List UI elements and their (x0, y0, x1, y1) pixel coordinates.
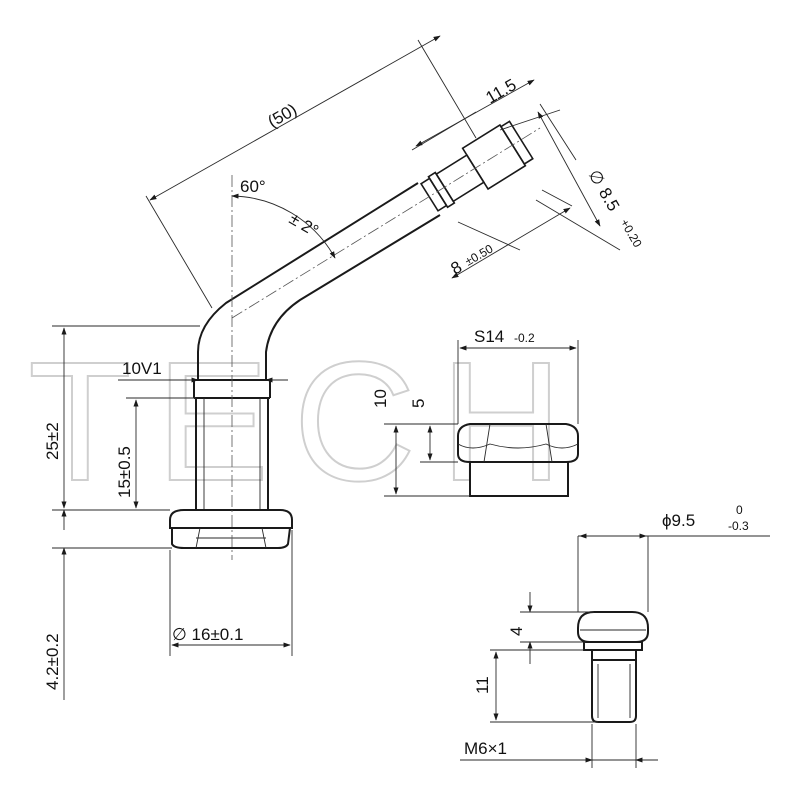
dim-cap-diameter-tol: +0.20 (617, 217, 644, 251)
dim-cap-diameter: 8.5 (595, 185, 623, 215)
dim-nut-height: 10 (371, 389, 390, 408)
dim-length-total: (50) (265, 100, 301, 132)
dim-nut-hex-height: 5 (409, 399, 428, 408)
dim-flange-diameter: ∅ 16±0.1 (172, 625, 243, 644)
dim-washer-height: 4 (507, 627, 526, 636)
dim-cap-diameter-symbol: ∅ (585, 167, 609, 189)
angle-tol-label: ± 2° (286, 209, 322, 241)
hex-nut (457, 423, 579, 497)
watermark: TECH (28, 327, 587, 517)
dim-thread-height: 15±0.5 (115, 446, 134, 498)
dim-thread-spec: 10V1 (122, 359, 162, 378)
dim-washer-diameter: ϕ9.5 (662, 511, 695, 530)
dim-height-total: 25±2 (43, 422, 62, 460)
dim-bolt-length: 11 (473, 676, 492, 694)
dim-knurl-length: 8 (448, 257, 466, 278)
dim-bolt-thread: M6×1 (464, 739, 507, 758)
dim-washer-tol-lower: -0.3 (728, 519, 749, 533)
washer-bolt (577, 611, 649, 723)
dim-nut-size: S14 (474, 327, 504, 346)
dim-knurl-length-tol: ±0.50 (463, 241, 496, 268)
valve-stem (169, 120, 534, 549)
dim-cap-length: 11.5 (483, 75, 520, 107)
dim-flange-height: 4.2±0.2 (43, 633, 62, 690)
dim-nut-size-tol: -0.2 (514, 331, 535, 345)
angle-main-label: 60° (240, 177, 266, 196)
dim-washer-tol-upper: 0 (736, 503, 743, 517)
